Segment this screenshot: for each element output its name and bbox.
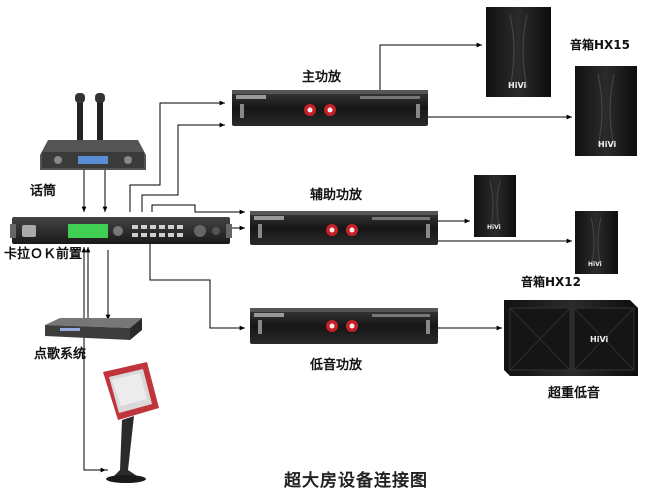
label-aux-amp: 辅助功放	[310, 188, 363, 203]
label-preamp: 卡拉ＯＫ前置	[4, 247, 83, 262]
wireless-microphone	[40, 93, 146, 170]
microphone-head-1	[75, 93, 85, 103]
microphone-handle-1	[77, 98, 83, 150]
label-speaker-hx12: 音箱HX12	[521, 275, 581, 289]
speaker-hx15-top-body	[486, 7, 551, 97]
speaker-hx12-bottom-body	[575, 211, 618, 274]
brand-logo-subwoofer: HiVi	[590, 335, 608, 344]
brand-logo-hx12-top: HiVi	[487, 224, 501, 231]
label-song-system: 点歌系统	[34, 347, 87, 362]
brand-logo-hx15-top: HiVi	[508, 81, 526, 90]
label-subwoofer: 超重低音	[548, 386, 601, 401]
preamp-to-aux-amp-line-1	[151, 204, 245, 215]
song-system-unit	[45, 318, 142, 340]
label-bass-amp: 低音功放	[310, 358, 363, 373]
aux-amplifier	[250, 211, 438, 245]
speaker-hx12-bottom	[575, 211, 618, 274]
preamp-lcd	[68, 224, 108, 238]
kiosk-stand	[112, 416, 140, 478]
brand-logo-hx12-bottom: HiVi	[588, 261, 602, 268]
karaoke-preamp	[10, 217, 232, 244]
preamp-to-bass-amp-line	[149, 244, 245, 331]
label-main-amp: 主功放	[302, 70, 342, 85]
speaker-hx15-top	[486, 7, 551, 97]
speaker-hx15-bottom	[575, 66, 637, 156]
main-amp-to-hx15-top-line	[379, 42, 482, 90]
main-amplifier	[232, 90, 428, 126]
song-system-top	[45, 318, 142, 328]
preamp-to-touchscreen-line	[83, 458, 106, 473]
touchscreen-kiosk	[103, 362, 159, 483]
speaker-hx15-bottom-body	[575, 66, 637, 156]
bass-amplifier	[250, 308, 438, 344]
preamp-to-main-amp-line-2	[141, 122, 225, 212]
microphone-handle-2	[97, 98, 103, 150]
diagram-title: 超大房设备连接图	[284, 471, 428, 491]
label-microphone: 话筒	[30, 184, 57, 199]
speaker-hx12-top-body	[474, 175, 516, 237]
subwoofer	[504, 300, 638, 376]
receiver-display	[78, 156, 108, 164]
microphone-head-2	[95, 93, 105, 103]
label-speaker-hx15: 音箱HX15	[570, 38, 630, 52]
preamp-power-button	[22, 225, 36, 237]
speaker-hx12-top	[474, 175, 516, 237]
brand-logo-hx15-bottom: HiVi	[598, 140, 616, 149]
preamp-to-main-amp-line-1	[129, 100, 225, 212]
